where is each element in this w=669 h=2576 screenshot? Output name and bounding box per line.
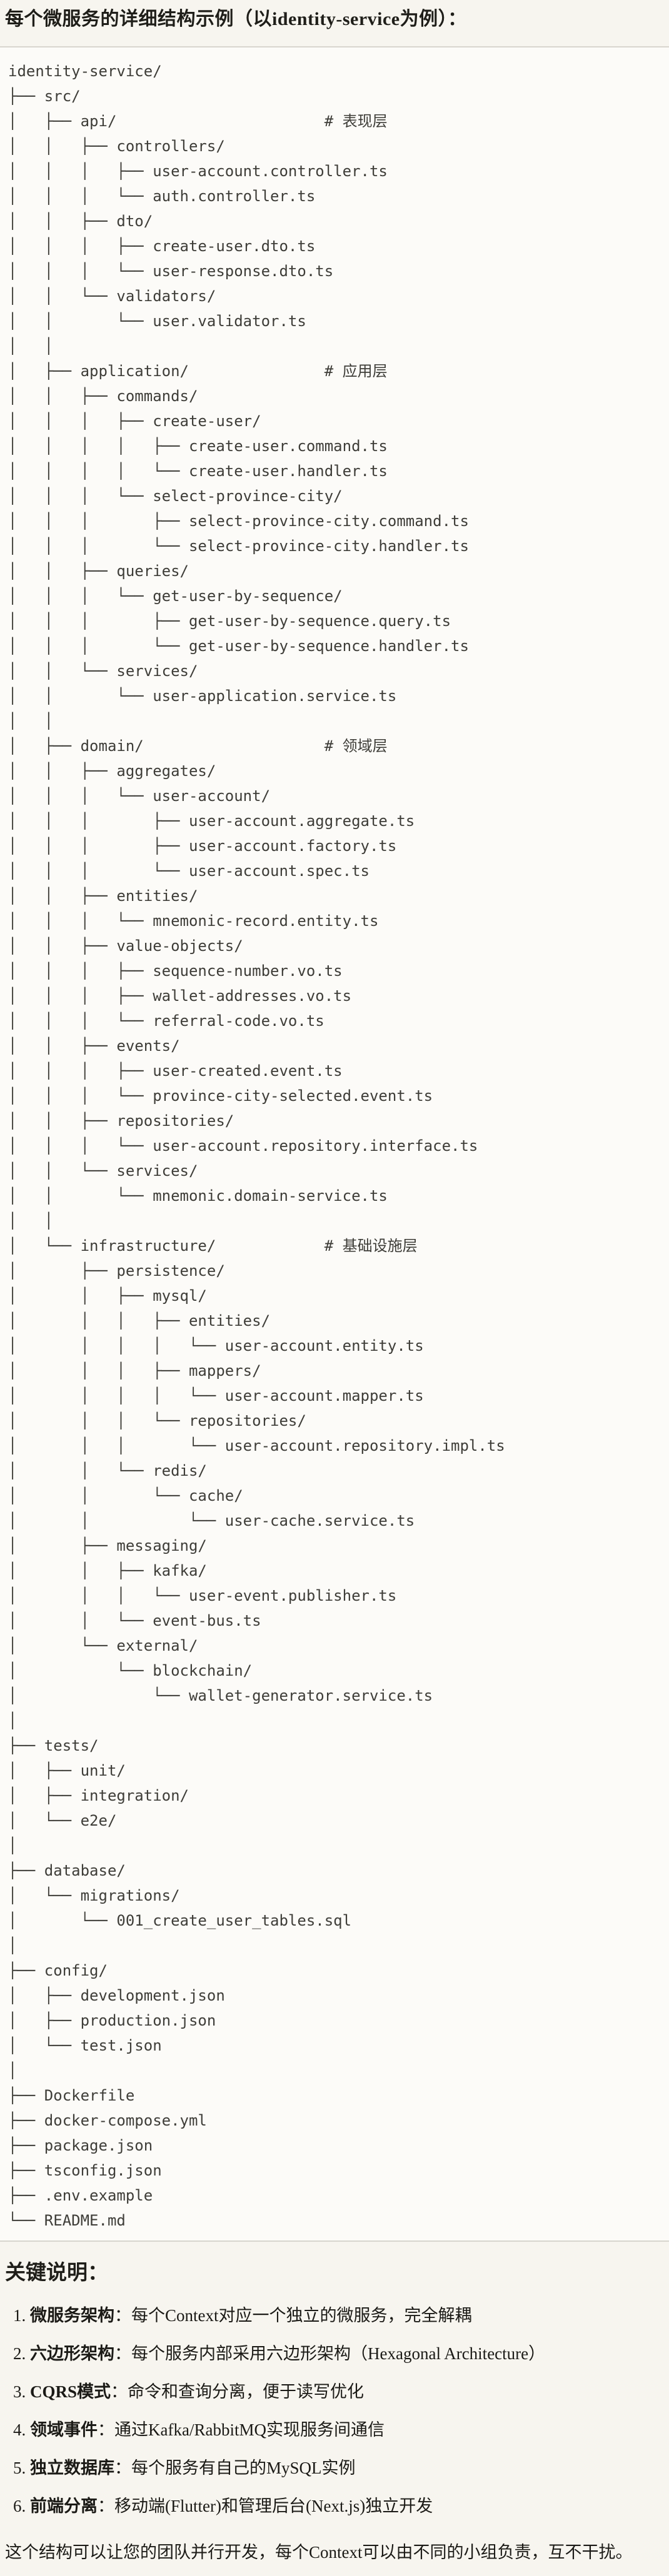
closing-paragraph: 这个结构可以让您的团队并行开发，每个Context可以由不同的小组负责，互不干扰… [5, 2543, 633, 2562]
note-label: 六边形架构 [30, 2344, 114, 2363]
note-text: ：每个Context对应一个独立的微服务，完全解耦 [114, 2306, 472, 2325]
note-item: 前端分离：移动端(Flutter)和管理后台(Next.js)独立开发 [30, 2494, 663, 2519]
notes-section: 关键说明： 微服务架构：每个Context对应一个独立的微服务，完全解耦 六边形… [0, 2260, 669, 2576]
note-text: ：移动端(Flutter)和管理后台(Next.js)独立开发 [98, 2497, 433, 2515]
page-title: 每个微服务的详细结构示例（以identity-service为例）： [5, 9, 467, 29]
code-block: identity-service/ ├── src/ │ ├── api/ # … [0, 46, 669, 2242]
note-text: ：每个服务内部采用六边形架构（Hexagonal Architecture） [114, 2344, 546, 2363]
note-item: 独立数据库：每个服务有自己的MySQL实例 [30, 2455, 663, 2480]
tree-pre: identity-service/ ├── src/ │ ├── api/ # … [8, 62, 505, 2229]
note-text: ：每个服务有自己的MySQL实例 [114, 2459, 356, 2477]
note-item: 微服务架构：每个Context对应一个独立的微服务，完全解耦 [30, 2303, 663, 2328]
note-label: CQRS模式 [30, 2382, 111, 2401]
note-label: 微服务架构 [30, 2306, 114, 2325]
notes-heading: 关键说明： [5, 2262, 108, 2284]
note-item: 六边形架构：每个服务内部采用六边形架构（Hexagonal Architectu… [30, 2341, 663, 2366]
note-text: ：命令和查询分离，便于读写优化 [111, 2382, 365, 2401]
note-item: CQRS模式：命令和查询分离，便于读写优化 [30, 2379, 663, 2404]
note-label: 领域事件 [30, 2420, 98, 2439]
notes-list: 微服务架构：每个Context对应一个独立的微服务，完全解耦 六边形架构：每个服… [5, 2303, 663, 2519]
note-label: 独立数据库 [30, 2459, 114, 2477]
note-label: 前端分离 [30, 2497, 98, 2515]
note-item: 领域事件：通过Kafka/RabbitMQ实现服务间通信 [30, 2417, 663, 2442]
note-text: ：通过Kafka/RabbitMQ实现服务间通信 [98, 2420, 385, 2439]
